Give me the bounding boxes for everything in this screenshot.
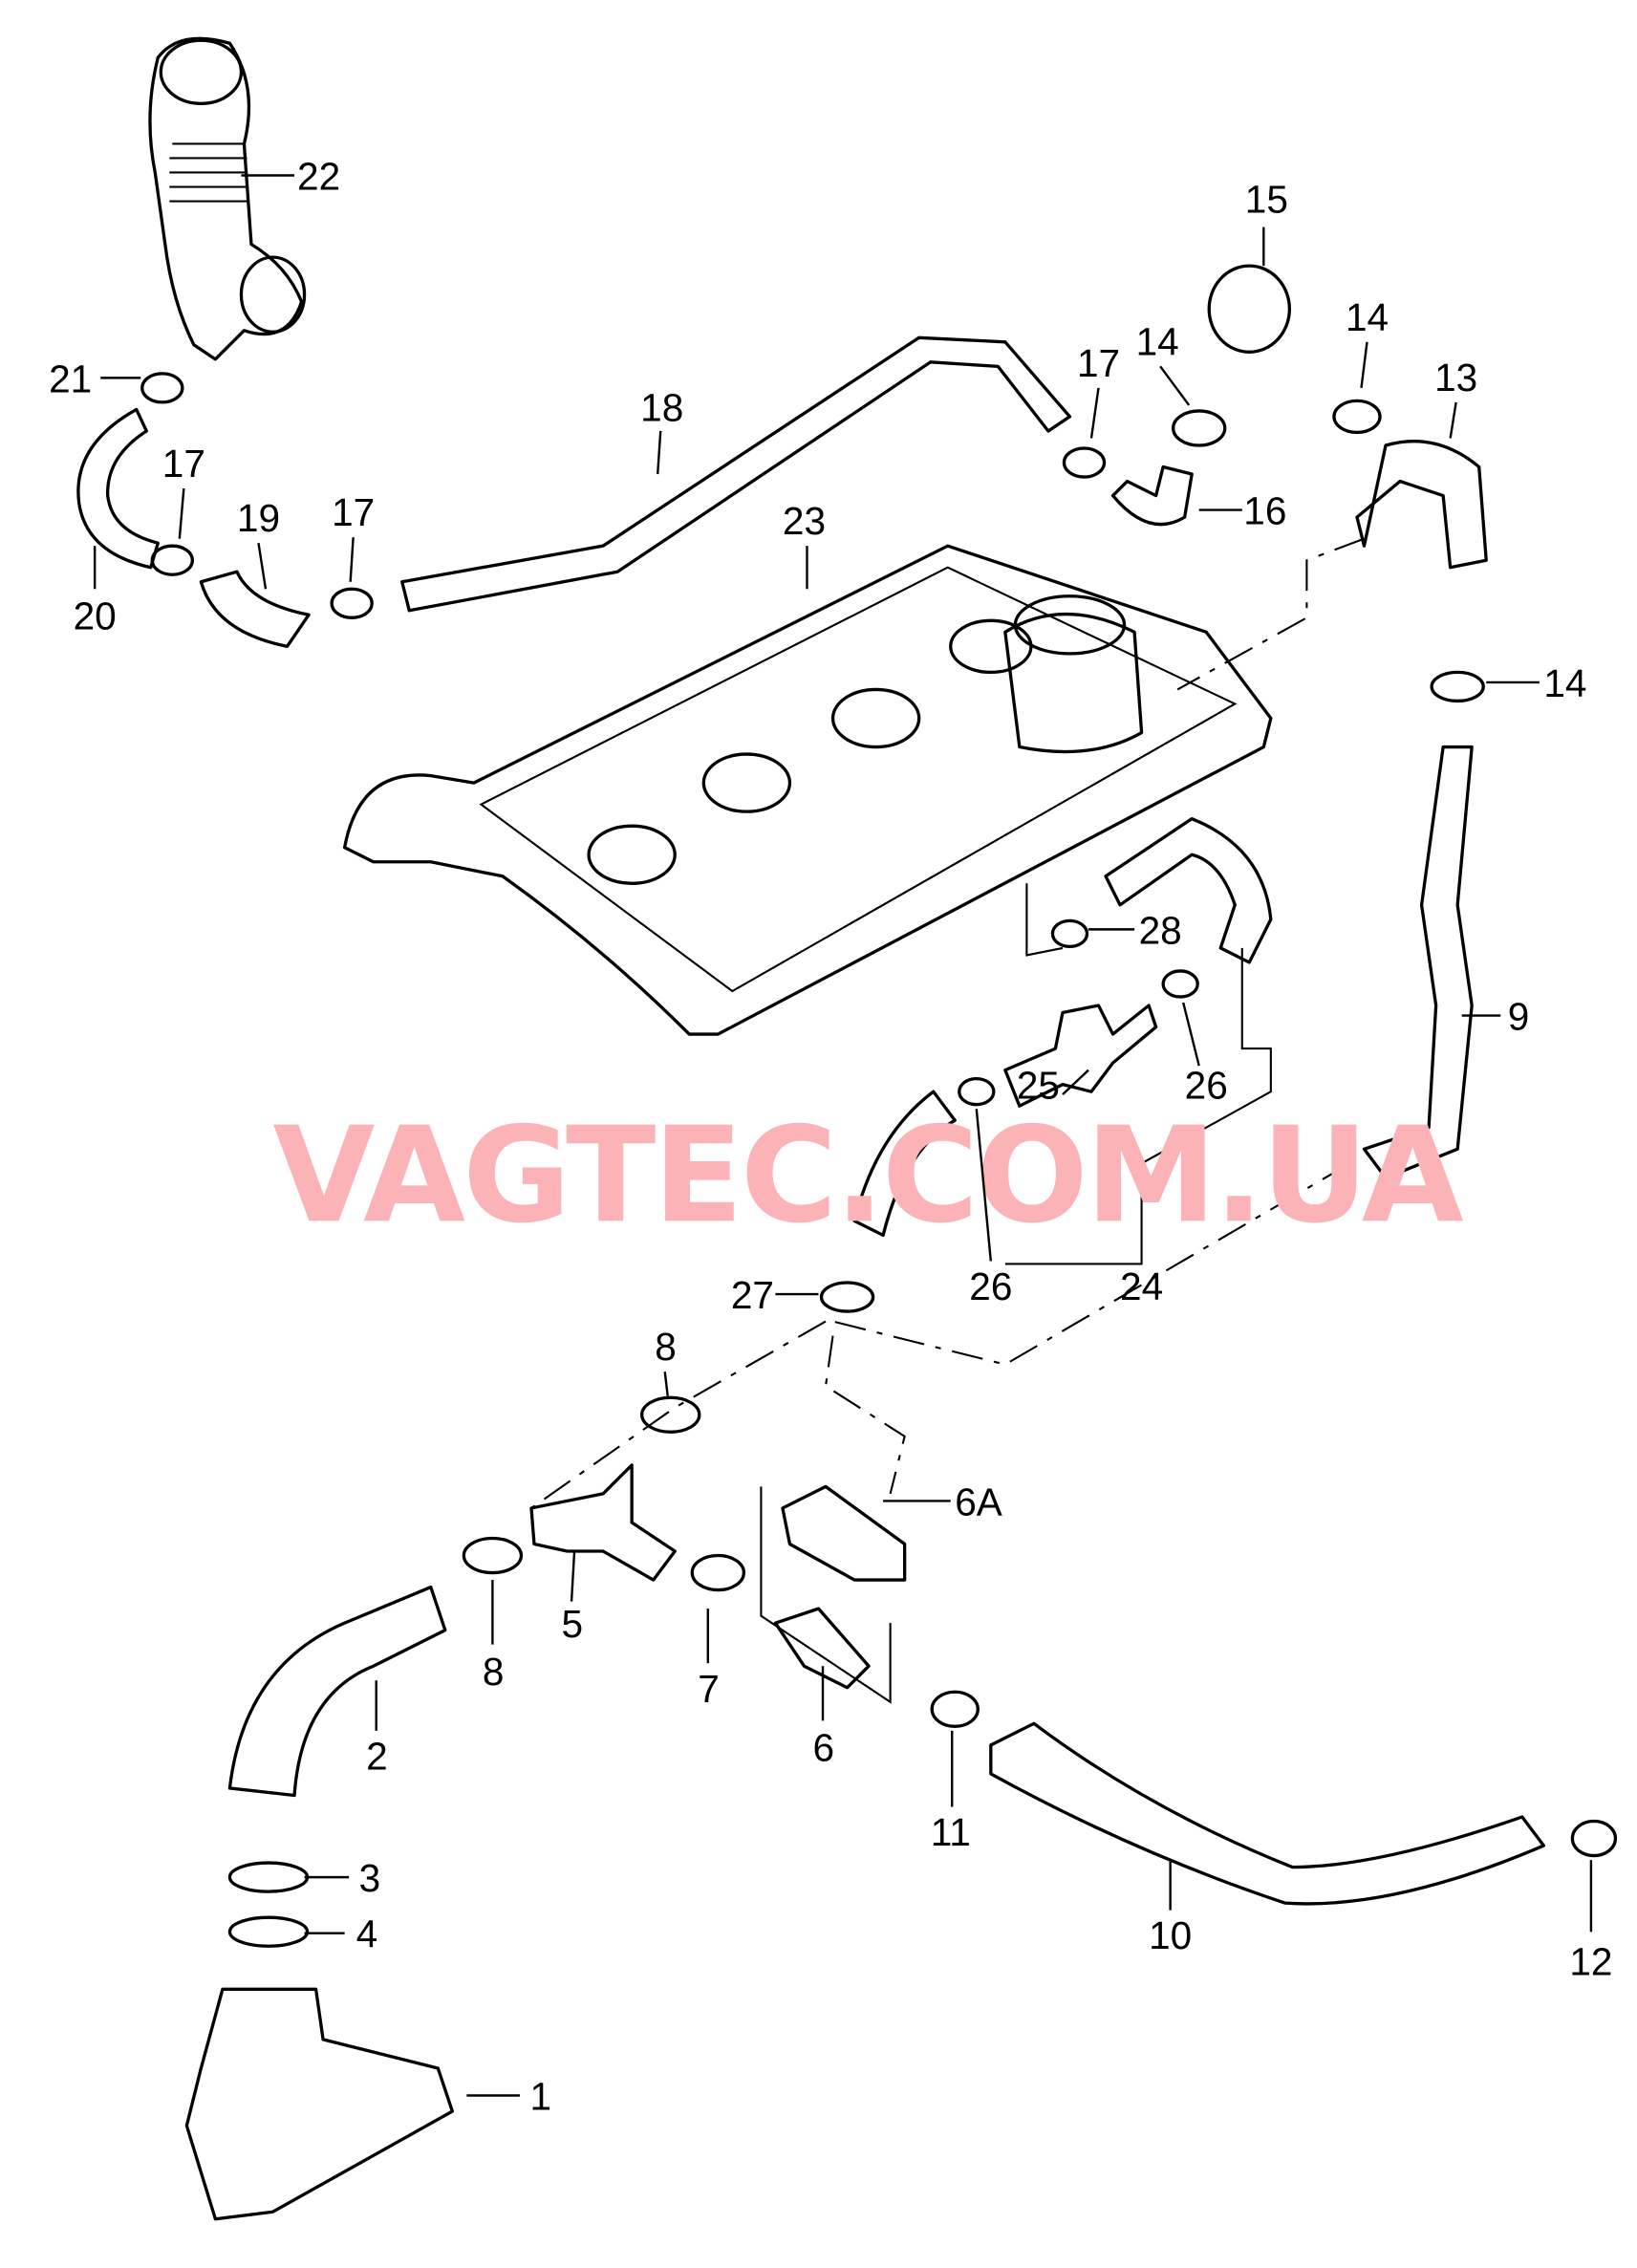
hose-clamps — [140, 372, 1618, 1858]
callout-27: 27 — [731, 1273, 774, 1317]
callout-10: 10 — [1149, 1913, 1192, 1957]
callout-19: 19 — [237, 496, 280, 540]
callout-2: 2 — [366, 1734, 388, 1778]
callout-15: 15 — [1245, 178, 1288, 222]
callout-8: 8 — [483, 1650, 505, 1694]
part-3-seal-ring — [227, 1861, 310, 1893]
callout-6: 6 — [812, 1725, 834, 1769]
leader-lines — [93, 174, 1593, 2097]
callout-8: 8 — [655, 1325, 677, 1369]
callout-21: 21 — [49, 356, 92, 400]
callout-6a: 6A — [955, 1480, 1002, 1523]
callout-24: 24 — [1120, 1264, 1163, 1308]
part-20-hose — [76, 407, 160, 570]
callout-5: 5 — [562, 1602, 584, 1646]
part-24-hose — [1104, 817, 1273, 964]
callout-4: 4 — [356, 1912, 378, 1956]
callout-14: 14 — [1136, 319, 1179, 363]
part-16-elbow — [1110, 464, 1194, 527]
callout-17: 17 — [1077, 341, 1120, 385]
callout-14: 14 — [1543, 661, 1586, 705]
callout-20: 20 — [74, 594, 117, 637]
callout-25: 25 — [1017, 1064, 1060, 1108]
callout-7: 7 — [698, 1667, 720, 1711]
part-25-check-valve — [1003, 1004, 1158, 1108]
part-13-elbow — [1355, 440, 1488, 570]
part-22-intake-pipe — [148, 36, 307, 361]
part-5-tee — [529, 1463, 677, 1582]
callout-13: 13 — [1434, 356, 1477, 400]
callout-26: 26 — [969, 1264, 1012, 1308]
callout-22: 22 — [297, 155, 340, 199]
callout-26: 26 — [1185, 1064, 1228, 1108]
callout-12: 12 — [1569, 1939, 1612, 1983]
callout-17: 17 — [162, 442, 205, 486]
callout-1: 1 — [529, 2075, 551, 2119]
callout-16: 16 — [1243, 489, 1286, 533]
part-4-ring — [227, 1915, 310, 1948]
part-2-hose — [227, 1585, 447, 1798]
part-18-pipe — [400, 335, 1072, 613]
callout-labels: 22 15 14 14 17 13 21 18 17 16 19 17 23 2… — [49, 155, 1612, 2119]
part-6a-valve — [781, 1484, 907, 1582]
callout-17: 17 — [332, 490, 375, 534]
assembly-lines — [530, 537, 1365, 1704]
part-9-pipe — [1362, 745, 1474, 1179]
part-15-valve — [1207, 264, 1292, 354]
part-19-hose — [199, 570, 311, 649]
callout-3: 3 — [359, 1856, 381, 1900]
part-1-housing — [184, 1987, 454, 2221]
part-10-hose — [989, 1721, 1545, 1906]
watermark: VAGTEC.COM.UA — [273, 1098, 1464, 1252]
callout-9: 9 — [1508, 995, 1530, 1039]
callout-23: 23 — [783, 499, 826, 543]
part-23-valve-cover — [342, 544, 1273, 1036]
callout-14: 14 — [1346, 295, 1389, 339]
callout-11: 11 — [931, 1810, 971, 1854]
part-24-hose-lower — [852, 1090, 957, 1238]
callout-28: 28 — [1139, 908, 1182, 952]
callout-18: 18 — [640, 385, 683, 429]
part-6-valve — [773, 1607, 871, 1690]
